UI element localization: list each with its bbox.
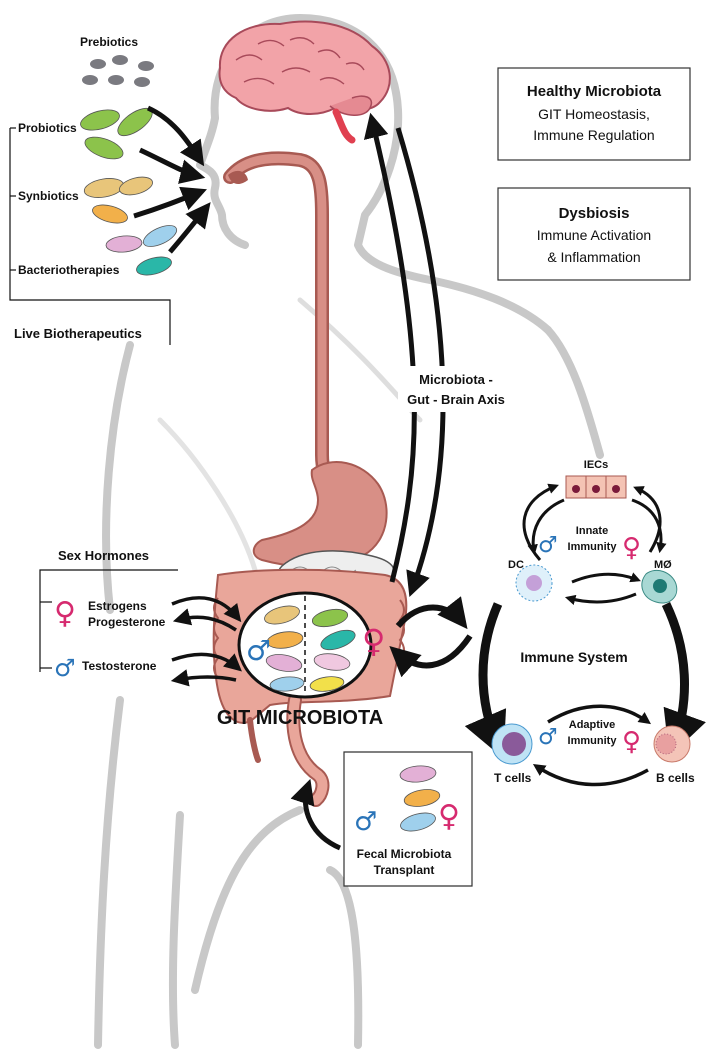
dysbiosis-line1: Immune Activation [537,227,651,243]
probiotics-label: Probiotics [18,121,77,135]
innate-male-symbol: ♂ [538,533,558,558]
fmt-line1: Fecal Microbiota [357,847,452,861]
immune-system-title: Immune System [520,649,627,665]
hormone-gut-arrows [170,596,242,687]
adaptive-label-1: Adaptive [569,719,615,731]
innate-label-2: Immunity [568,541,618,553]
adaptive-female-symbol: ♀ [622,727,641,757]
live-biotherapeutics-label: Live Biotherapeutics [14,326,142,341]
axis-line2: Gut - Brain Axis [407,392,505,407]
testosterone-male-symbol: ♂ [54,654,76,682]
bacteriotherapies-label: Bacteriotherapies [18,263,120,277]
synbiotic-bacteria [83,176,153,224]
innate-female-symbol: ♀ [622,533,641,563]
fmt-box: ♂ ♀ Fecal Microbiota Transplant [343,751,473,887]
probiotic-bacteria [80,107,153,160]
adaptive-arrows [532,704,651,787]
dysbiosis-title: Dysbiosis [559,205,630,222]
mouth [228,170,248,185]
macrophage-cell [641,569,678,604]
fmt-female-symbol: ♀ [438,799,460,834]
healthy-microbiota-box: Healthy Microbiota GIT Homeostasis, Immu… [497,67,691,161]
prebiotic-particles [82,55,154,87]
dc-label: DC [508,559,524,571]
dendritic-cell [515,564,553,602]
healthy-title: Healthy Microbiota [527,83,662,100]
synbiotics-label: Synbiotics [18,189,79,203]
healthy-line1: GIT Homeostasis, [538,106,650,122]
estrogens-female-symbol: ♀ [54,596,76,631]
fmt-arrow [290,778,342,851]
oval-male-symbol: ♂ [246,634,271,667]
iecs-label: IECs [584,459,608,471]
prebiotics-label: Prebiotics [80,35,138,49]
hormones-bracket [39,569,178,672]
healthy-line2: Immune Regulation [533,127,654,143]
t-cells-label: T cells [494,771,532,785]
body-outline [94,14,604,1049]
gut-immune-arrows [389,596,473,678]
innate-label-1: Innate [576,525,608,537]
mo-label: MØ [654,559,672,571]
adaptive-male-symbol: ♂ [538,725,558,750]
t-cell [491,723,533,765]
stomach [252,461,388,568]
b-cells-label: B cells [656,771,695,785]
esophagus [223,151,339,495]
oval-female-symbol: ♀ [362,622,385,660]
innate-arrows [522,483,667,605]
dysbiosis-box: Dysbiosis Immune Activation & Inflammati… [497,187,691,281]
input-bracket [9,127,171,345]
sex-hormones-title: Sex Hormones [58,548,149,563]
brain [218,20,391,144]
bacteriotherapy-bacteria [105,225,178,276]
axis-line1: Microbiota - [419,372,493,387]
iec-cells [565,475,627,499]
input-arrows [133,105,211,254]
fmt-male-symbol: ♂ [354,807,377,837]
estrogens-label: Estrogens [88,599,147,613]
adaptive-label-2: Immunity [568,735,618,747]
b-cell [653,725,691,763]
dysbiosis-line2: & Inflammation [547,249,640,265]
git-microbiota-label: GIT MICROBIOTA [217,707,383,729]
oval-bacteria [264,605,356,692]
fmt-line2: Transplant [374,863,435,877]
progesterone-label: Progesterone [88,615,166,629]
testosterone-label: Testosterone [82,659,157,673]
